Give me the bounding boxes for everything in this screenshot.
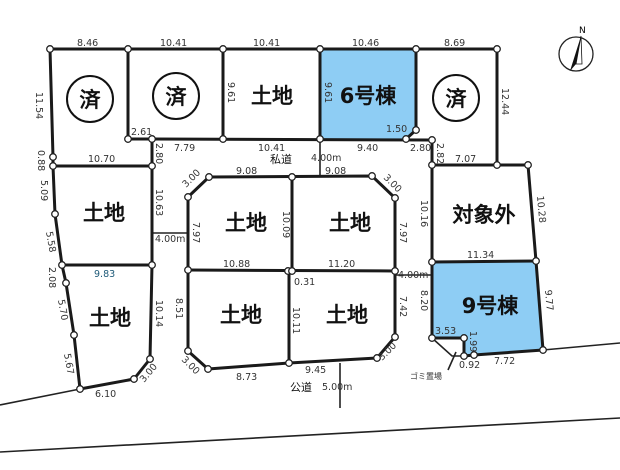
sold-mark-circle <box>432 74 480 122</box>
dimension: 2.61 <box>131 127 152 138</box>
dimension: 10.70 <box>88 154 115 165</box>
dimension: 2.08 <box>46 267 57 288</box>
dimension: 7.97 <box>190 222 201 243</box>
dimension: 10.41 <box>253 38 280 49</box>
dimension: 10.16 <box>418 200 429 227</box>
dimension: 7.07 <box>455 154 476 165</box>
dimension: 9.61 <box>322 82 333 103</box>
dimension: 0.31 <box>294 277 315 288</box>
north-arrow-icon <box>570 36 581 71</box>
private-road-width-left: 4.00m <box>155 234 185 245</box>
dimension: 2.82 <box>434 143 445 164</box>
lot-land-label: 土地 <box>225 211 267 235</box>
dimension: 2.80 <box>153 143 164 164</box>
dimension: 10.88 <box>223 259 250 270</box>
lot-sold-label: 済 <box>166 85 188 109</box>
lot-9-fill <box>432 261 543 356</box>
lot-land-label: 土地 <box>89 306 131 330</box>
lot-land-label: 土地 <box>220 303 262 327</box>
dimension: 7.42 <box>397 296 408 317</box>
dimension: 10.41 <box>160 38 187 49</box>
dimension: 12.44 <box>499 88 510 115</box>
dimension: 7.72 <box>494 356 515 367</box>
dimension: 10.41 <box>258 143 285 154</box>
lot-land-label: 土地 <box>326 303 368 327</box>
public-road-edge-right <box>542 342 620 351</box>
lot-land-label: 土地 <box>251 84 293 108</box>
dimension: 8.46 <box>77 38 98 49</box>
sold-mark-circle <box>66 75 114 123</box>
dimension: 10.14 <box>153 300 164 327</box>
dimension: 11.20 <box>328 259 355 270</box>
public-road-far-edge <box>0 417 620 453</box>
dimension: 5.67 <box>61 353 76 376</box>
dimension: 9.45 <box>305 365 326 376</box>
dimension: 0.92 <box>459 360 480 371</box>
dimension: 3.00 <box>138 362 160 385</box>
dimension: 9.77 <box>542 289 555 311</box>
lot-land-label: 土地 <box>83 201 125 225</box>
dimension: 9.08 <box>325 166 346 177</box>
lot-sold-label: 済 <box>446 87 468 111</box>
dimension: 9.40 <box>357 143 378 154</box>
dimension: 7.79 <box>174 143 195 154</box>
dimension: 8.69 <box>444 38 465 49</box>
private-road-width: 4.00m <box>311 153 341 164</box>
compass-label: N <box>579 26 586 36</box>
lot-land-label: 土地 <box>329 211 371 235</box>
dimension: 10.63 <box>153 189 164 216</box>
lot-sold-label: 済 <box>80 88 102 112</box>
garbage-area-pointer <box>431 337 464 357</box>
dimension: 6.10 <box>95 389 116 400</box>
dimension: 3.53 <box>435 326 456 337</box>
dimension: 0.88 <box>35 150 46 171</box>
north-compass: N <box>558 26 594 72</box>
dimension: 8.20 <box>418 290 429 311</box>
dimension: 9.61 <box>225 82 236 103</box>
lot-6-fill <box>320 49 416 139</box>
private-road-label: 私道 <box>270 152 292 166</box>
dimension: 8.73 <box>236 372 257 383</box>
dimension: 1.50 <box>386 124 407 135</box>
dimension: 11.34 <box>467 250 494 261</box>
dimension: 10.11 <box>290 307 301 334</box>
dimension: 3.00 <box>179 354 202 377</box>
dimension: 10.28 <box>534 195 547 223</box>
dimension: 9.08 <box>236 166 257 177</box>
dimension: 5.70 <box>55 299 70 322</box>
dimension: 1.99 <box>467 331 478 352</box>
dimension: 2.80 <box>410 143 431 154</box>
dimension: 3.00 <box>376 340 399 363</box>
dimension: 3.00 <box>381 172 404 195</box>
lot-vertices <box>46 45 547 393</box>
dimension: 10.46 <box>352 38 379 49</box>
dimension: 5.58 <box>43 231 58 254</box>
public-road-label: 公道 <box>290 380 312 394</box>
lot-excluded-label: 対象外 <box>453 203 516 227</box>
dimension: 10.09 <box>280 211 291 238</box>
dimension: 5.09 <box>38 180 49 201</box>
lot-9-label: 9号棟 <box>462 294 520 318</box>
dimension: 8.51 <box>173 298 184 319</box>
dimension: 7.97 <box>397 222 408 243</box>
garbage-area-label: ゴミ置場 <box>410 371 442 381</box>
public-road-width: 5.00m <box>322 382 352 393</box>
garbage-area-leader <box>447 351 457 371</box>
dimension: 11.54 <box>33 92 44 119</box>
private-road-width-right: 4.00m <box>398 270 428 281</box>
dimension: 9.83 <box>94 269 115 280</box>
lot-6-label: 6号棟 <box>340 84 398 108</box>
sold-mark-circle <box>152 72 200 120</box>
